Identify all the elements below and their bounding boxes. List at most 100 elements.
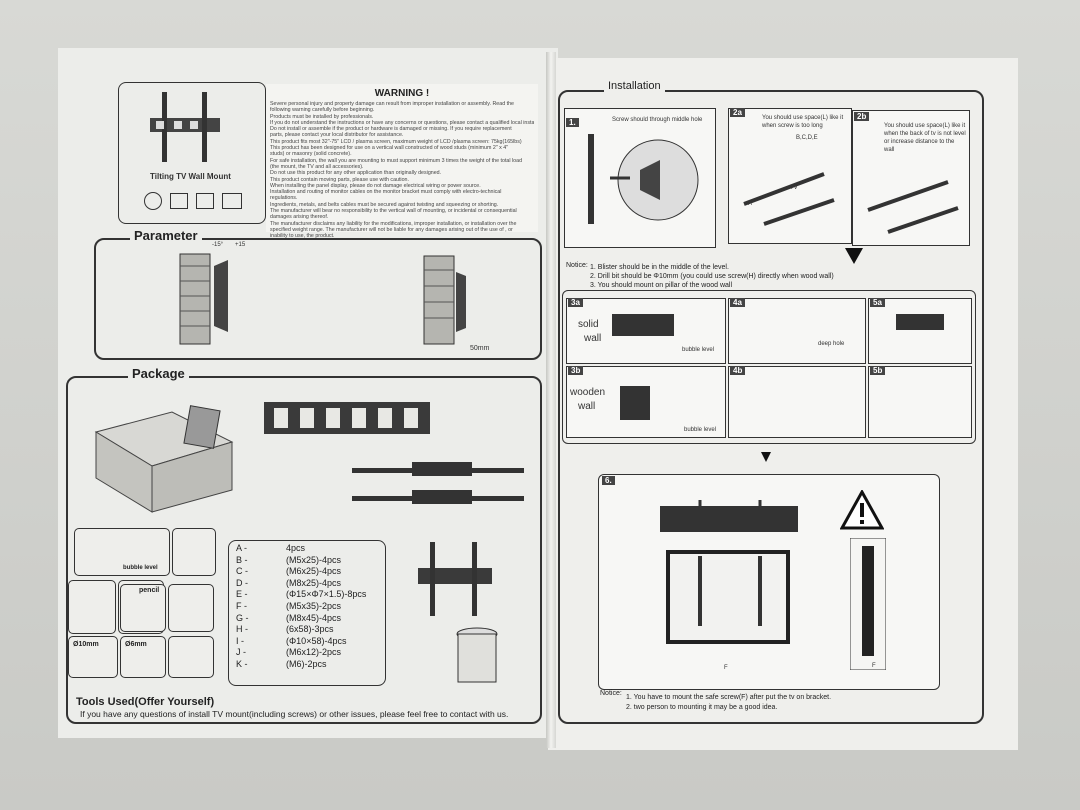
- part-row: J -(M6x12)-2pcs: [236, 647, 341, 658]
- bottom-notice-line: 1. You have to mount the safe screw(F) a…: [626, 694, 832, 701]
- part-row: K -(M6)-2pcs: [236, 659, 327, 669]
- bottom-notice-line: 2. two person to mounting it may be a go…: [626, 704, 778, 711]
- step-4a-number: 4a: [730, 298, 745, 307]
- part-key: D -: [236, 577, 248, 588]
- tilt-negative: -15°: [212, 242, 224, 248]
- step-3a-bubble: bubble level: [682, 347, 715, 353]
- part-spec: (Φ10×58)-4pcs: [286, 635, 347, 646]
- warning-line: This product fits most 32"-75" LCD / pla…: [270, 138, 522, 145]
- contact-text: If you have any questions of install TV …: [80, 709, 509, 719]
- caution-triangle-icon: [840, 490, 884, 530]
- power-drill-tool: [168, 636, 214, 678]
- part-row: I - (Φ10×58)-4pcs: [236, 635, 346, 646]
- drill-10-label: Ø10mm: [73, 641, 99, 648]
- step-4b-number: 4b: [730, 366, 746, 375]
- warning-line: following warning carefully before begin…: [270, 107, 375, 114]
- warning-line: Severe personal injury and property dama…: [270, 101, 514, 107]
- drill-bit-10-tool: Ø10mm: [68, 636, 118, 678]
- depth-diagram: [423, 255, 466, 345]
- part-row: A -4pcs: [236, 543, 305, 553]
- warning-line: specified weight range. The manufacturer…: [270, 226, 513, 233]
- warning-list: Severe personal injury and property dama…: [266, 101, 538, 240]
- solid-label: solid: [578, 319, 599, 330]
- step-2a-tv: TV: [790, 185, 798, 191]
- warning-line: regulations.: [270, 195, 298, 202]
- steps-3-5-box: [562, 290, 976, 444]
- part-key: C -: [236, 566, 248, 577]
- down-arrow-icon: [845, 248, 863, 264]
- step-2a-illustration: [743, 172, 835, 226]
- wrench-tool: [168, 584, 214, 632]
- installation-label: Installation: [604, 80, 665, 92]
- part-key: G -: [236, 612, 249, 623]
- trash-bin-illustration: [456, 627, 498, 683]
- part-row: B -(M5x25)-4pcs: [236, 555, 341, 565]
- tilt-positive: +15: [235, 242, 246, 248]
- warning-line: (the mount, the TV and all accessories).: [270, 163, 364, 170]
- drill-6-label: Ø6mm: [125, 641, 147, 648]
- depth-label: 50mm: [470, 345, 490, 352]
- warning-line: This product has been designed for use o…: [270, 145, 509, 152]
- warning-line: The manufacturer disclaims any liability…: [270, 220, 517, 227]
- tools-used-label: Tools Used(Offer Yourself): [76, 696, 215, 708]
- part-spec: (M5x25)-4pcs: [286, 554, 342, 565]
- step-3a-plate: [612, 314, 674, 336]
- part-key: F -: [236, 601, 247, 611]
- step-3b-plate: [620, 386, 650, 420]
- part-row: E - (Φ15×Φ7×1.5)-8pcs: [236, 589, 366, 600]
- warning-line: inability to use, the product.: [270, 233, 335, 240]
- bubble-level-tool: bubble level: [74, 528, 170, 576]
- wooden-wall-label: wall: [578, 401, 596, 412]
- step-2b-illustration: [867, 180, 959, 234]
- part-key: E -: [236, 589, 248, 600]
- part-row: G - (M8x45)-4pcs: [236, 612, 341, 623]
- step-2b-number: 2b: [854, 112, 870, 121]
- package-case-illustration: [94, 405, 234, 513]
- step-2a-note: You should use space(L) like it when scr…: [762, 115, 844, 129]
- notice-line: 3. You should mount on pillar of the woo…: [590, 282, 733, 289]
- pencil-label: pencil: [139, 587, 160, 594]
- tape-measure-tool: [172, 528, 216, 576]
- warning-line: This product contain moving parts, pleas…: [270, 176, 409, 183]
- part-key: A -: [236, 543, 248, 553]
- solid-wall-label: wall: [584, 333, 602, 344]
- step-5b-number: 5b: [870, 366, 886, 375]
- notice-title: Notice:: [566, 262, 588, 269]
- mounting-plate-illustration: [264, 402, 430, 434]
- tilt-diagram: [179, 253, 228, 345]
- warning-line: Do not install or assemble if the produc…: [270, 126, 512, 133]
- notice-line: 1. Blister should be in the middle of th…: [590, 264, 729, 271]
- step-6-illustration: [660, 500, 798, 644]
- part-row: D - (M8x25)-4pcs: [236, 577, 341, 588]
- installation-box: [558, 90, 984, 724]
- step-5a-panel: [868, 298, 972, 364]
- warning-line: studs) or masonry (solid concrete).: [270, 151, 352, 158]
- warning-line: The manufacturer will bear no responsibi…: [270, 208, 517, 215]
- page-fold: [546, 52, 556, 748]
- notice-line: 2. Drill bit should be Φ10mm (you could …: [590, 273, 834, 280]
- step-6-number: 6.: [602, 476, 615, 485]
- step-1-note: Screw should through middle hole: [612, 117, 703, 123]
- step-4b-panel: [728, 366, 866, 438]
- parameter-label: Parameter: [130, 228, 202, 243]
- part-key: I -: [236, 635, 244, 646]
- step-3b-number: 3b: [568, 366, 584, 375]
- part-spec: (Φ15×Φ7×1.5)-8pcs: [286, 589, 367, 600]
- warning-line: Products must be installed by profession…: [270, 113, 374, 120]
- part-spec: (M8x45)-4pcs: [286, 612, 342, 623]
- tv-mount-illustration: [150, 92, 220, 162]
- part-row: C -(M6x25)-4pcs: [236, 566, 341, 577]
- step-2a-bcde: B,C,D,E: [796, 135, 818, 141]
- warning-line: For safe installation, the wall you are …: [270, 157, 523, 164]
- part-key: J -: [236, 647, 246, 658]
- warning-line: When installing the panel display, pleas…: [270, 182, 481, 189]
- step-3a-number: 3a: [568, 298, 583, 307]
- part-spec: (M8x25)-4pcs: [286, 577, 342, 588]
- step-5a-plate: [896, 314, 944, 330]
- step-2a-panel: [728, 108, 852, 244]
- part-row: F -(M5x35)-2pcs: [236, 601, 341, 611]
- product-label: Tilting TV Wall Mount: [150, 172, 231, 181]
- certification-icons: [140, 192, 250, 210]
- warning-title: WARNING !: [374, 88, 430, 99]
